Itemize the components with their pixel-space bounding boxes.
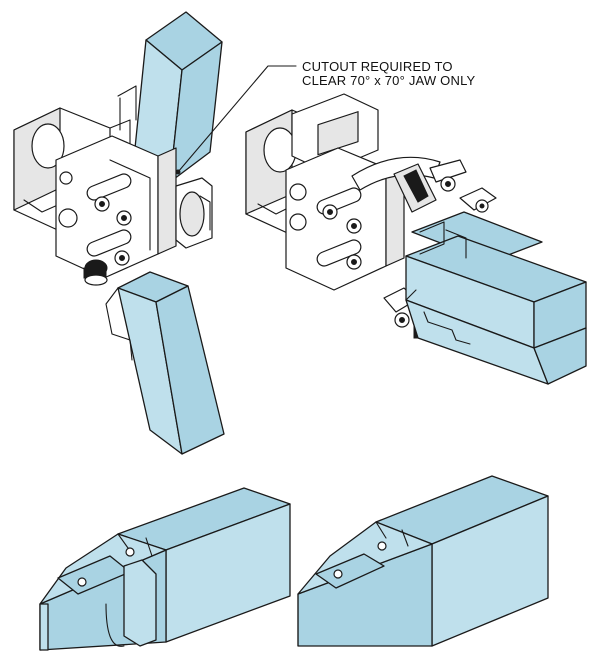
lower-jaw-left <box>105 271 225 455</box>
upper-jaw-left <box>127 11 223 187</box>
parallel-jaws-right <box>405 211 587 385</box>
callout-line-1: CUTOUT REQUIRED TO <box>302 59 453 74</box>
callout-leader-line <box>177 65 297 173</box>
jaw-detail-right <box>297 475 549 647</box>
front-plate-left <box>55 135 177 279</box>
callout-line-2: CLEAR 70° x 70° JAW ONLY <box>302 73 476 88</box>
side-actuator-left <box>175 177 213 249</box>
callout-leader-dot <box>175 169 181 175</box>
knurled-knob-left <box>83 259 108 286</box>
pivot-arm-right <box>351 156 497 213</box>
jaw-detail-left <box>39 487 291 651</box>
cutout-callout-label: CUTOUT REQUIRED TO CLEAR 70° x 70° JAW O… <box>302 60 475 88</box>
gripper-assembly-left <box>13 11 297 455</box>
gripper-assembly-right <box>245 93 587 385</box>
